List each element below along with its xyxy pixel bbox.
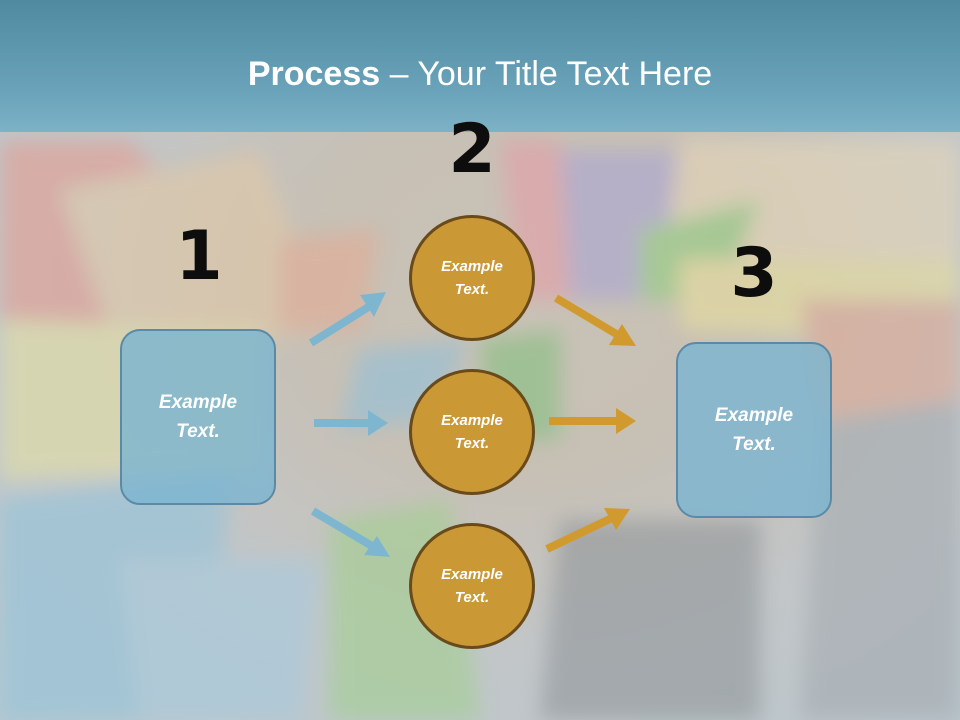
circle-middle-text: Example Text. <box>441 412 503 452</box>
arrow-right-blue <box>314 410 388 436</box>
title-band <box>0 0 960 132</box>
step-2-circle-top: Example Text. <box>409 215 535 341</box>
slide-title: Process – Your Title Text Here <box>0 52 960 96</box>
step-number-1: 1 <box>175 217 223 296</box>
arrow-right-gold <box>549 408 636 434</box>
step-2-circle-middle: Example Text. <box>409 369 535 495</box>
title-rest: – Your Title Text Here <box>380 55 713 93</box>
title-bold: Process <box>247 55 381 93</box>
arrow-up-right-gold <box>545 508 630 553</box>
step-3-text: Example Text. <box>714 405 794 455</box>
step-number-3: 3 <box>730 234 778 313</box>
arrow-down-right-blue <box>310 507 390 557</box>
arrow-down-right-gold <box>553 294 636 346</box>
step-1-text: Example Text. <box>158 392 238 442</box>
circle-top-text: Example Text. <box>441 258 503 298</box>
step-3-box: Example Text. <box>676 342 832 518</box>
step-number-2: 2 <box>448 110 496 189</box>
arrow-up-right-blue <box>308 292 386 347</box>
step-1-box: Example Text. <box>120 329 276 505</box>
circle-bottom-text: Example Text. <box>441 566 503 606</box>
step-2-circle-bottom: Example Text. <box>409 523 535 649</box>
